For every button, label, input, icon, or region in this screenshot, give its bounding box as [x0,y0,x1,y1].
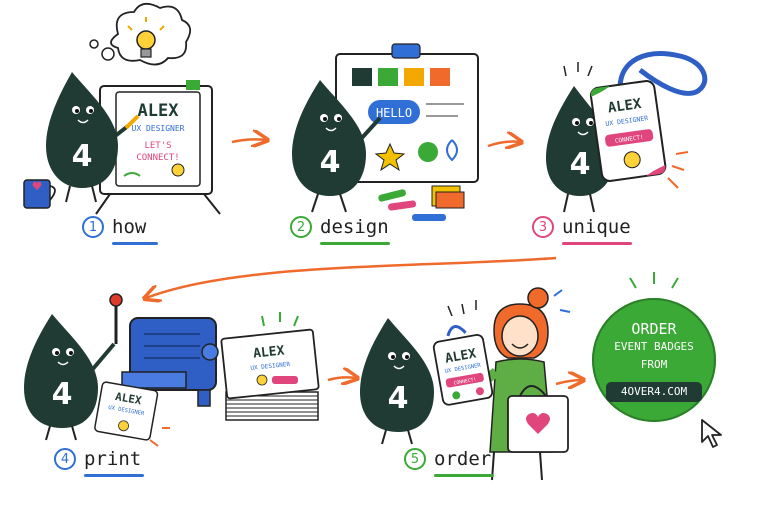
cursor-icon [701,419,722,448]
step-2-word: design [320,216,389,238]
step-5-word: order [434,448,492,470]
step3-scene: 4 ALEX UX DESIGNER CONNECT! [546,51,708,213]
mascot-1: 4 [46,72,140,203]
person-sparkle [553,289,571,313]
mascot-2: 4 [292,80,382,213]
cta-line-2: EVENT BADGES [614,340,694,353]
mascot-2-number: 4 [320,145,341,180]
lanyard [617,51,708,96]
step-2-label: 2 design [290,216,389,238]
cta-line-1: ORDER [631,320,677,338]
step-5-number: 5 [404,448,426,470]
arrow-1-to-2 [231,139,266,142]
step-4-underline [84,474,144,477]
cta-line-3: FROM [640,358,668,371]
unique-badge: ALEX UX DESIGNER CONNECT! [589,80,667,182]
arrow-2-to-3 [487,142,520,147]
order-badge-connect: CONNECT! [453,377,477,387]
arrow-3-to-4 [146,256,557,298]
whiteboard: HELLO [335,43,479,183]
tote-bag [507,385,569,453]
cta-url-link[interactable]: 4OVER4.COM [606,382,702,402]
step5-scene: 4 ALEX UX DESIGNER CONNECT! [360,287,571,481]
mascot-3-number: 4 [570,147,591,182]
sparkle-lines [667,151,689,189]
unique-badge-name: ALEX [607,96,643,117]
order-badge: ALEX UX DESIGNER CONNECT! [432,325,494,406]
step-5-underline [434,474,494,477]
arrow-4-to-5 [327,377,356,380]
step-3-label: 3 unique [532,216,631,238]
step1-scene: ALEX UX DESIGNER LET'S CONNECT! 4 [23,2,221,215]
order-cta-button[interactable]: ORDER EVENT BADGES FROM 4OVER4.COM [592,298,716,422]
cta-sparkle [629,272,679,289]
step-1-underline [112,242,158,245]
step4-scene: 4 ALEX UX DESIGNER ALEX UX DESIGNER [24,293,320,447]
lightbulb-icon [127,17,165,58]
mascot-4: 4 [24,314,116,441]
step-5-label: 5 order [404,448,491,470]
mascot-5-number: 4 [388,381,409,416]
stack-badge-role: UX DESIGNER [250,361,291,372]
unique-badge-connect: CONNECT! [615,134,645,145]
order-badge-name: ALEX [444,346,478,366]
order-sparkle [447,300,477,317]
printed-badge: ALEX UX DESIGNER [94,381,159,441]
mascot-5: 4 [360,318,434,445]
mascot-3: 4 [546,86,614,213]
step-2-underline [320,242,390,245]
step2-scene: HELLO 4 [292,43,479,221]
step-3-word: unique [562,216,631,238]
mug-icon [23,179,56,209]
arrow-5-to-cta [555,380,582,384]
step-1-number: 1 [82,216,104,238]
badge-stack: ALEX UX DESIGNER [220,328,320,421]
print-sparkle [149,427,170,447]
easel-badge-line1: LET'S [144,141,171,151]
easel-badge-line2: CONNECT! [136,153,179,163]
stack-sparkle [261,312,299,327]
step-1-word: how [112,216,147,238]
hello-sticker: HELLO [376,106,412,120]
step-4-label: 4 print [54,448,141,470]
step-4-word: print [84,448,142,470]
mascot-4-number: 4 [52,377,73,412]
easel-badge-name: ALEX [138,101,180,121]
step-4-number: 4 [54,448,76,470]
step-1-label: 1 how [82,216,146,238]
printer [109,293,219,407]
mascot-1-number: 4 [72,139,93,174]
stack-badge-name: ALEX [252,343,285,361]
step-3-number: 3 [532,216,554,238]
step-3-underline [562,242,632,245]
easel-badge-role: UX DESIGNER [132,124,185,133]
markers-and-notes [378,185,465,221]
sparkle-top [563,62,593,77]
step-2-number: 2 [290,216,312,238]
printed-badge-name: ALEX [114,390,143,407]
